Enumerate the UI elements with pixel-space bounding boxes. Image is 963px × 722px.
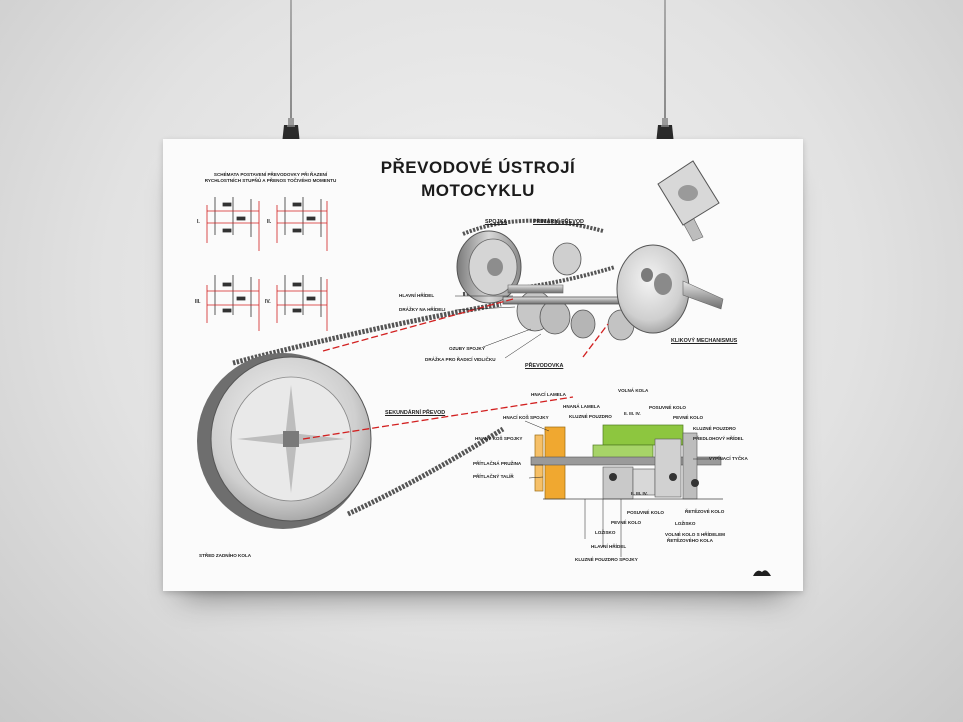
label-sekundarni-prevod: SEKUNDÁRNÍ PŘEVOD [385, 410, 446, 416]
label-stred-zadniho-kola: STŘED ZADNÍHO KOLA [199, 553, 252, 558]
rear-sprocket [197, 353, 372, 529]
schema-gear-2 [276, 197, 328, 251]
label-drazka-pro-radici-vidlicku: DRÁŽKA PRO ŘADICÍ VIDLIČKU [425, 357, 496, 362]
label-hlavni-hridel: HLAVNÍ HŘÍDEL [399, 293, 435, 298]
label-spojka: SPOJKA [485, 219, 508, 225]
gearbox-cutaway [530, 424, 723, 500]
poster-artwork [197, 160, 724, 557]
title-line-2: MOTOCYKLU [421, 181, 535, 200]
label-pritlacna-pruzina: PŘÍTLAČNÁ PRUŽINA [473, 461, 522, 466]
axis-lines [302, 298, 609, 440]
piston [657, 160, 720, 242]
label-gear-marks-top: II. III. IV. [624, 411, 641, 416]
label-kluzne-pouzdro: KLUZNÉ POUZDRO [569, 414, 612, 419]
schema-note-line-1: SCHÉMATA POSTAVENÍ PŘEVODOVKY PŘI ŘAZENÍ [213, 172, 328, 177]
crankshaft [616, 244, 724, 334]
label-retezove-kolo: ŘETĚZOVÉ KOLO [685, 509, 725, 514]
label-kluzne-pouzdro-2: KLUZNÉ POUZDRO [693, 426, 736, 431]
gear-roman-1: I. [197, 219, 200, 225]
label-lozisko: LOŽISKO [675, 521, 696, 526]
label-lozisko-2: LOŽISKO [595, 530, 616, 535]
label-prevodovka: PŘEVODOVKA [525, 363, 564, 369]
label-vypinaci-tycka: VYPÍNACÍ TYČKA [709, 456, 748, 461]
label-pevne-kolo-2: PEVNÉ KOLO [611, 520, 642, 525]
label-volne-kolo-s-hridelem-1: VOLNÉ KOLO S HŘÍDELEM [665, 532, 725, 537]
label-hnaci-kos-spojky: HNACÍ KOŠ SPOJKY [503, 415, 549, 420]
label-hnana-lamela: HNANÁ LAMELA [563, 404, 601, 409]
schema-gear-3 [206, 275, 260, 331]
secondary-chain [232, 301, 505, 517]
label-pritlacny-talir: PŘÍTLAČNÝ TALÍŘ [473, 474, 514, 479]
label-pevne-kolo: PEVNÉ KOLO [673, 415, 704, 420]
label-hnaci-lamela: HNACÍ LAMELA [531, 392, 566, 397]
main-shaft [507, 284, 564, 294]
title-line-1: PŘEVODOVÉ ÚSTROJÍ [380, 158, 576, 177]
label-hnany-kos-spojky: HNANÝ KOŠ SPOJKY [475, 436, 523, 441]
clutch-drum [456, 230, 522, 304]
label-volne-kolo-s-hridelem-2: ŘETĚZOVÉHO KOLA [667, 538, 713, 543]
label-drazky-na-hrideli: DRÁŽKY NA HŘÍDELI [399, 307, 446, 312]
schema-gear-1 [206, 197, 260, 251]
leader-lines [454, 295, 711, 557]
schema-note: SCHÉMATA POSTAVENÍ PŘEVODOVKY PŘI ŘAZENÍ… [193, 172, 348, 184]
poster: PŘEVODOVÉ ÚSTROJÍ MOTOCYKLU SCHÉMATA POS… [163, 139, 803, 591]
gear-roman-4: IV. [265, 299, 271, 305]
gear-roman-3: III. [195, 299, 201, 305]
label-volna-kola: VOLNÁ KOLA [618, 388, 649, 393]
poster-title: PŘEVODOVÉ ÚSTROJÍ MOTOCYKLU [358, 156, 598, 202]
label-predlohovy-hridel: PŘEDLOHOVÝ HŘÍDEL [693, 436, 744, 441]
schema-note-line-2: RYCHLOSTNÍCH STUPŇŮ A PŘENOS TOČIVÉHO MO… [204, 178, 337, 183]
label-hlavni-hridel-2: HLAVNÍ HŘÍDEL [591, 544, 627, 549]
label-primarni-prevod: PRIMÁRNÍ PŘEVOD [533, 219, 584, 225]
label-klikovy-mechanismus: KLIKOVÝ MECHANISMUS [671, 338, 738, 344]
label-ozuby-spojky: OZUBY SPOJKY [449, 346, 485, 351]
label-posuvne-kolo: POSUVNÉ KOLO [649, 405, 687, 410]
label-kluzne-pouzdro-spojky: KLUZNÉ POUZDRO SPOJKY [575, 557, 638, 562]
hanging-wire-right [664, 0, 666, 118]
hanging-wire-left [290, 0, 292, 118]
gear-roman-2: II. [267, 219, 272, 225]
label-gear-marks-bottom: II. III. IV. [631, 491, 648, 496]
publisher-logo-icon [753, 570, 771, 576]
schema-gear-4 [276, 275, 328, 331]
label-posuvne-kolo-2: POSUVNÉ KOLO [627, 510, 665, 515]
